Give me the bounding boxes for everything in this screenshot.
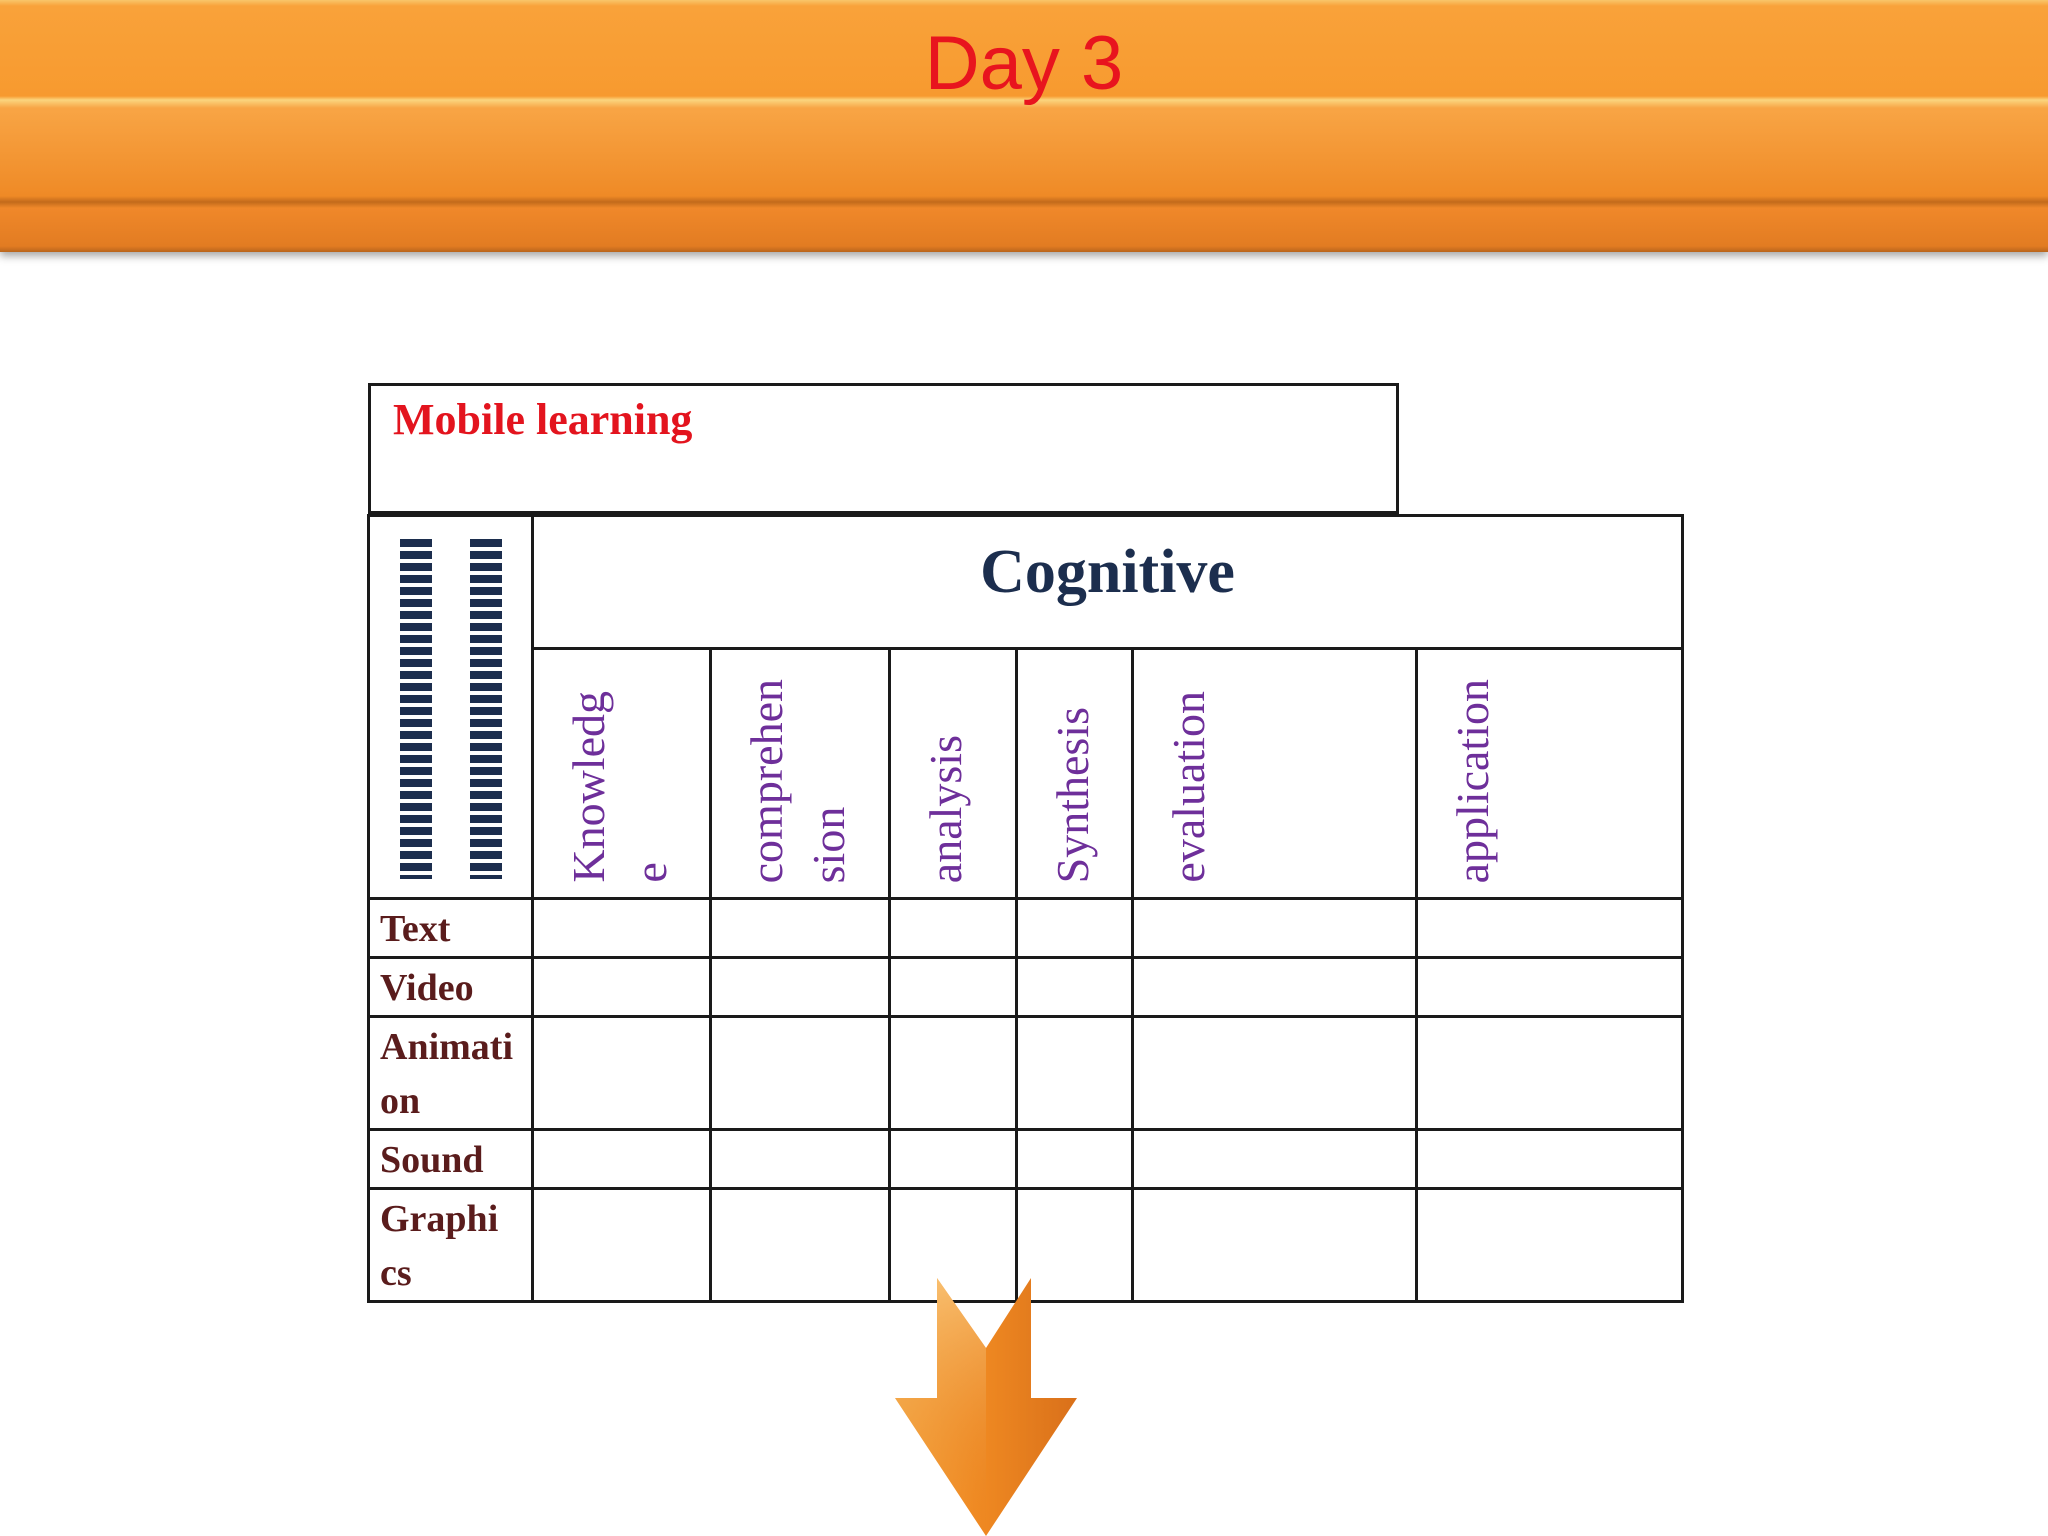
column-label: comprehen sion [741, 678, 854, 883]
column-header-evaluation: evaluation [1131, 647, 1418, 900]
column-label: analysis [920, 734, 971, 883]
table-row: Graphi cs [367, 1187, 1684, 1303]
table-row: Video [367, 956, 1684, 1018]
row-label: Text [380, 908, 451, 950]
striped-bars-icon [372, 519, 530, 896]
row-label-cell: Graphi cs [367, 1187, 534, 1303]
column-header-comprehension: comprehen sion [709, 647, 891, 900]
row-label-cell: Animati on [367, 1015, 534, 1131]
row-label: Graphi cs [380, 1198, 499, 1294]
column-header-synthesis: Synthesis [1015, 647, 1134, 900]
row-label: Video [380, 967, 474, 1009]
column-label: Synthesis [1047, 706, 1098, 883]
column-label: evaluation [1163, 691, 1214, 883]
row-label-cell: Sound [367, 1128, 534, 1190]
row-label: Sound [380, 1139, 484, 1181]
stripes-cell [367, 514, 534, 900]
column-label: application [1447, 678, 1498, 883]
table-row: Animati on [367, 1015, 1684, 1131]
cognitive-title: Cognitive [980, 538, 1235, 606]
column-header-analysis: analysis [888, 647, 1018, 900]
slide-title: Day 3 [924, 21, 1124, 106]
column-header-knowledge: Knowledg e [531, 647, 712, 900]
cognitive-header-cell: Cognitive [531, 514, 1684, 650]
column-header-row: Knowledg e comprehen sion analysis Synth… [369, 647, 1684, 900]
header-banner: Day 3 [0, 0, 2048, 252]
stripe-bar [470, 539, 502, 879]
table-row: Text [367, 897, 1684, 959]
cognitive-matrix-table: Cognitive Knowledg e comprehen sion anal… [367, 514, 1684, 1303]
row-label: Animati on [380, 1026, 513, 1122]
row-label-cell: Video [367, 956, 534, 1018]
table-row: Sound [367, 1128, 1684, 1190]
mobile-learning-title: Mobile learning [393, 395, 693, 444]
row-label-cell: Text [367, 897, 534, 959]
down-arrow-icon [895, 1278, 1077, 1536]
stripe-bar [400, 539, 432, 879]
column-header-application: application [1415, 647, 1684, 900]
cognitive-title-row: Cognitive [367, 514, 1684, 900]
column-label: Knowledg e [563, 691, 676, 883]
mobile-learning-box: Mobile learning [368, 383, 1399, 514]
